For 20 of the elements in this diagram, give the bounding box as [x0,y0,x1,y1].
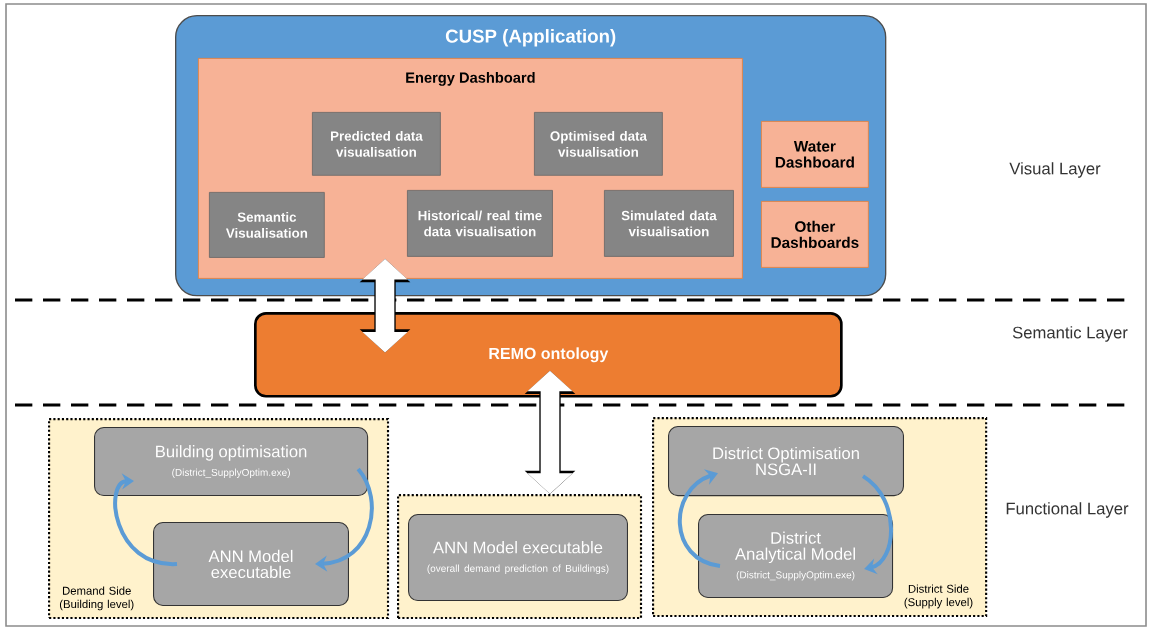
curved-arrow [315,467,374,572]
ontology-box: REMO ontology [254,312,843,398]
module-box: Optimised data visualisation [534,112,663,176]
dashboard-box: Other Dashboards [761,201,869,268]
module-box: District Optimisation NSGA-II [668,426,904,497]
module-box: District Analytical Model (District_SupplyOptim.exe) [698,514,894,598]
module-box: Semantic Visualisation [209,192,325,258]
layer-label: Visual Layer [1009,162,1101,178]
module-box: Building optimisation (District_SupplyOptim.exe) [94,427,369,497]
layer-label: Semantic Layer [1012,326,1128,342]
module-box: Simulated data visualisation [604,190,734,257]
dashboard-box: Water Dashboard [761,121,869,188]
module-box: Predicted data visualisation [312,112,441,176]
module-box: ANN Model executable (overall demand prediction of Buildings) [408,514,628,602]
module-box: ANN Model executable [153,522,349,606]
curved-arrow [677,469,721,568]
curved-arrow [861,474,893,575]
curved-arrow [113,473,178,566]
layer-label: Functional Layer [1006,502,1129,518]
module-box: Historical/ real time data visualisation [407,190,553,257]
